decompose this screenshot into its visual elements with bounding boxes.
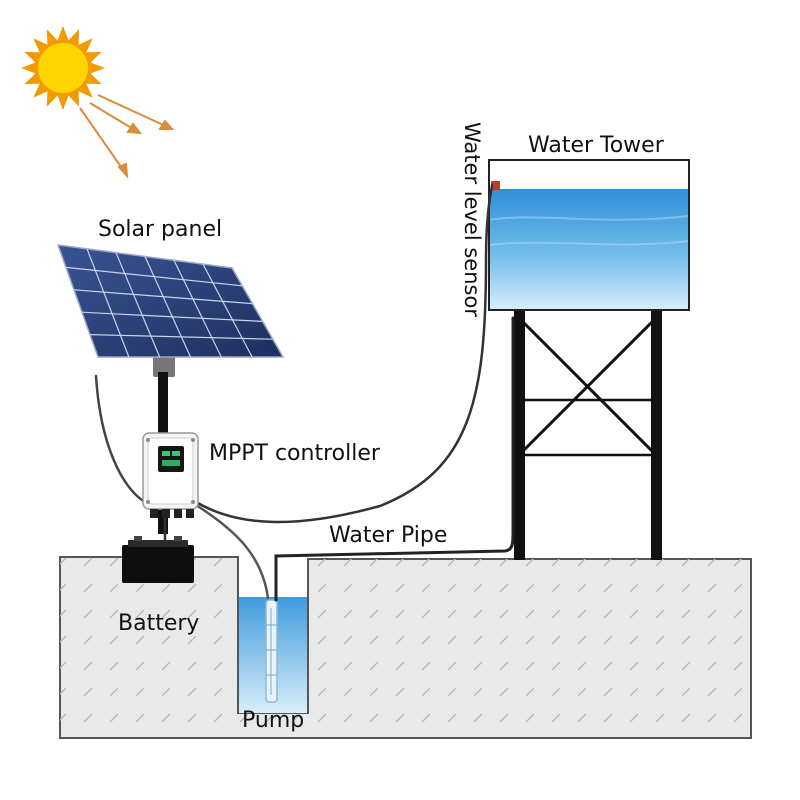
solar-panel <box>56 244 285 358</box>
water-tank <box>488 159 690 311</box>
wires-and-pipes <box>94 183 515 602</box>
battery <box>122 536 194 583</box>
water-tower-structure <box>514 310 662 560</box>
label-water-pipe: Water Pipe <box>329 523 448 548</box>
ground <box>59 556 752 739</box>
pump <box>265 599 278 703</box>
label-water-tower: Water Tower <box>528 133 664 158</box>
label-pump: Pump <box>242 708 305 733</box>
mppt-controller <box>142 432 199 518</box>
label-battery: Battery <box>118 611 200 636</box>
label-mppt-controller: MPPT controller <box>209 441 380 466</box>
sun-icon <box>21 26 105 110</box>
label-water-level-sensor: Water level sensor <box>460 122 484 317</box>
sensor-icon <box>491 181 500 190</box>
sun-beam-arrows <box>79 94 175 179</box>
label-solar-panel: Solar panel <box>98 217 223 242</box>
